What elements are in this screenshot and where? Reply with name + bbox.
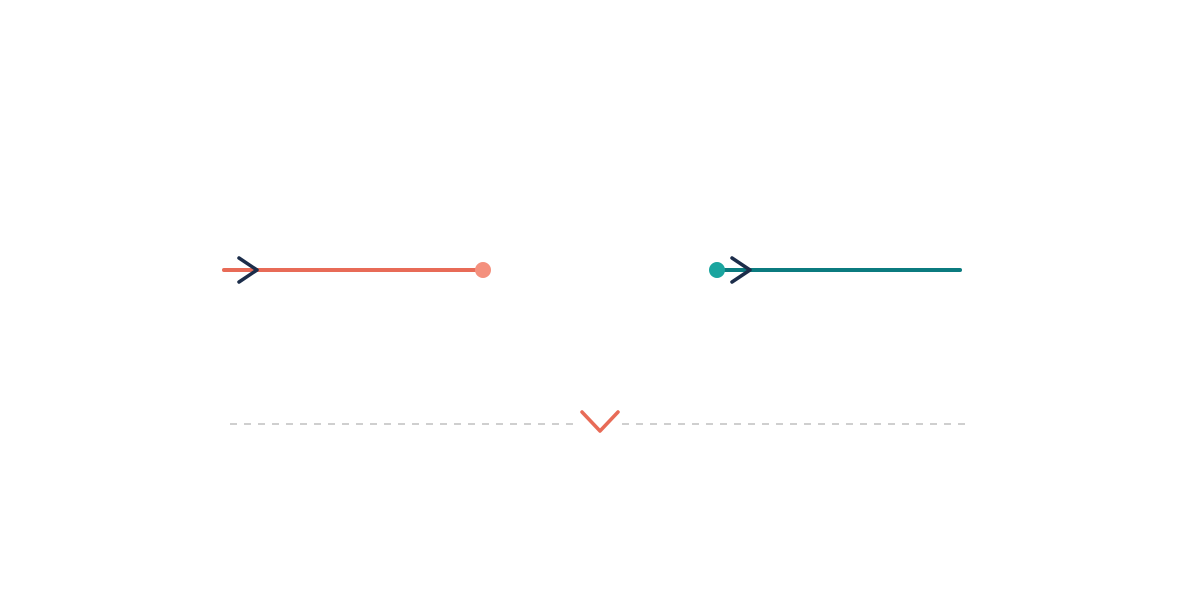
right-connector bbox=[709, 256, 962, 284]
chevron-down-icon[interactable] bbox=[580, 410, 620, 433]
divider bbox=[230, 410, 970, 433]
chevron-right-icon bbox=[730, 256, 752, 284]
left-connector bbox=[222, 256, 491, 284]
chevron-right-icon bbox=[237, 256, 259, 284]
left-connector-endpoint-dot[interactable] bbox=[475, 262, 491, 278]
right-connector-endpoint-dot[interactable] bbox=[709, 262, 725, 278]
